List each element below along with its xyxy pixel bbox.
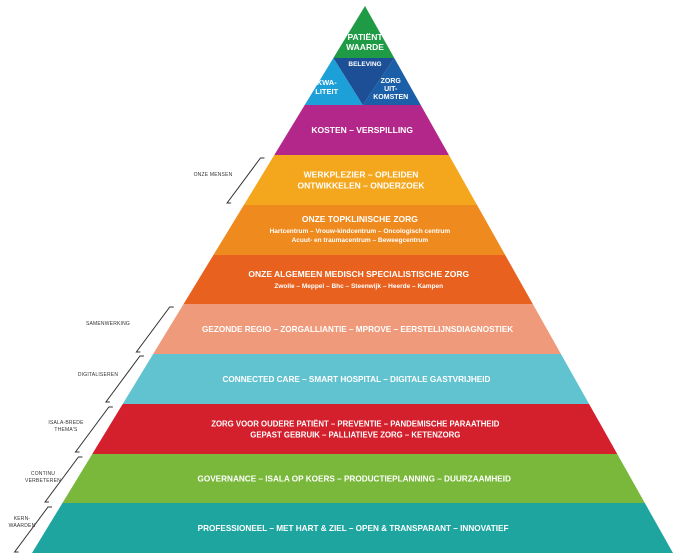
tier-professioneel-line-1: PROFESSIONEEL – MET HART & ZIEL – OPEN &… bbox=[198, 524, 509, 533]
side-bracket-6 bbox=[13, 506, 53, 553]
tier-zorgvoor-line-1: ZORG VOOR OUDERE PATIËNT – PREVENTIE – P… bbox=[211, 420, 500, 429]
side-bracket-3 bbox=[104, 355, 144, 403]
tier-topklinisch-line-2: Hartcentrum – Vrouw-kindcentrum – Oncolo… bbox=[270, 228, 451, 235]
side-label-2-line-1: SAMENWERKING bbox=[86, 321, 130, 327]
side-label-5-line-1: CONTINU bbox=[31, 471, 55, 477]
tier-zorgvoor bbox=[92, 404, 618, 454]
patientwaarde-triangle bbox=[333, 6, 395, 58]
side-label-4-line-2: THEMA'S bbox=[54, 427, 78, 433]
zorguitkomsten-label-line-2: UIT- bbox=[384, 86, 398, 93]
tier-connected-line-1: CONNECTED CARE – SMART HOSPITAL – DIGITA… bbox=[223, 375, 491, 384]
tier-connected bbox=[122, 354, 590, 404]
side-bracket-5 bbox=[44, 456, 83, 503]
tier-werkplezier bbox=[243, 155, 478, 205]
side-label-1-line-1: ONZE MENSEN bbox=[194, 172, 233, 178]
side-label-4-line-1: ISALA-BREDE bbox=[48, 420, 84, 426]
side-bracket-2 bbox=[135, 306, 174, 353]
zorguitkomsten-label-line-1: ZORG bbox=[381, 78, 402, 85]
side-label-5-line-2: VERBETEREN bbox=[25, 478, 61, 484]
patientwaarde-label-line-1: PATIËNT bbox=[347, 32, 383, 42]
zorguitkomsten-label-line-3: KOMSTEN bbox=[373, 94, 408, 101]
kwaliteit-label-line-2: LITEIT bbox=[315, 87, 338, 96]
tier-topklinisch-line-1: ONZE TOPKLINISCHE ZORG bbox=[302, 214, 418, 224]
tier-kosten-line-1: KOSTEN – VERSPILLING bbox=[311, 125, 413, 135]
beleving-label: BELEVING bbox=[348, 61, 381, 68]
side-bracket-1 bbox=[226, 157, 265, 204]
tier-governance-line-1: GOVERNANCE – ISALA OP KOERS – PRODUCTIEP… bbox=[197, 475, 511, 484]
tier-algemeen bbox=[183, 255, 533, 304]
kwaliteit-triangle bbox=[304, 58, 363, 105]
side-label-6-line-2: WAARDEN bbox=[9, 523, 36, 529]
tier-kosten bbox=[274, 105, 449, 155]
side-label-3-line-1: DIGITALISEREN bbox=[78, 372, 118, 378]
side-bracket-4 bbox=[74, 406, 113, 453]
tier-werkplezier-line-1: WERKPLEZIER – OPLEIDEN bbox=[304, 170, 419, 180]
tier-gezonde-line-1: GEZONDE REGIO – ZORGALLIANTIE – MPROVE –… bbox=[202, 325, 513, 334]
beleving-triangle bbox=[333, 58, 395, 105]
tier-topklinisch bbox=[213, 205, 506, 255]
side-label-6-line-1: KERN- bbox=[14, 516, 31, 522]
kwaliteit-label-line-1: KWA- bbox=[317, 78, 337, 87]
tier-algemeen-line-2: Zwolle – Meppel – Bhc – Steenwijk – Heer… bbox=[274, 283, 443, 290]
tier-zorgvoor-line-2: GEPAST GEBRUIK – PALLIATIEVE ZORG – KETE… bbox=[250, 431, 460, 440]
tier-professioneel bbox=[32, 503, 673, 553]
tier-governance bbox=[62, 454, 645, 503]
tier-werkplezier-line-2: ONTWIKKELEN – ONDERZOEK bbox=[298, 181, 426, 191]
tier-topklinisch-line-3: Acuut- en traumacentrum – Beweegcentrum bbox=[292, 237, 429, 244]
tier-algemeen-line-1: ONZE ALGEMEEN MEDISCH SPECIALISTISCHE ZO… bbox=[248, 269, 469, 279]
tier-gezonde bbox=[153, 304, 561, 354]
patientwaarde-label-line-2: WAARDE bbox=[346, 42, 384, 52]
zorguitkomsten-triangle bbox=[362, 58, 421, 105]
